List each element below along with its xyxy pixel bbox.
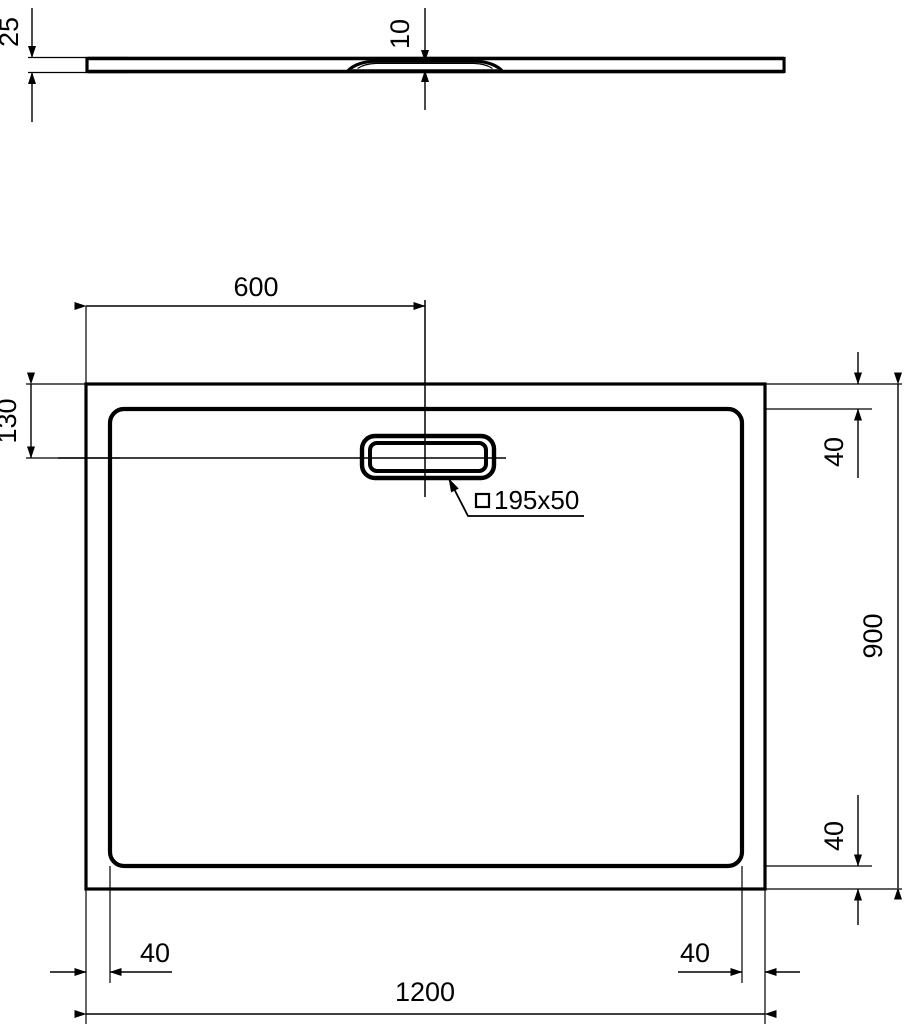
dim-label-900: 900	[858, 613, 888, 658]
dim-label-40-bottom-right-vertical: 40	[819, 821, 849, 851]
drain-frame-inner	[368, 441, 488, 473]
dimension-drain-center-from-top: 130	[0, 372, 120, 459]
dimension-overall-height: 25	[0, 8, 36, 122]
tray-slab-profile	[85, 56, 786, 74]
dim-label-130: 130	[0, 398, 22, 443]
callout-label-drain-size: 195x50	[494, 485, 579, 515]
dimension-drain-center-from-left: 600	[74, 272, 426, 386]
dimension-rim-top-right: 40	[765, 352, 902, 478]
dimension-overall-depth: 900	[858, 372, 902, 900]
drain-size-callout: 195x50	[448, 478, 584, 517]
side-elevation-view: 25 10	[0, 8, 786, 122]
tray-outline-inner-basin	[107, 406, 745, 869]
dim-label-1200: 1200	[395, 977, 455, 1007]
dimension-overall-width: 1200	[74, 977, 777, 1018]
dimension-rim-bottom-right-vertical: 40	[765, 795, 902, 925]
dim-label-600: 600	[233, 272, 278, 302]
dim-label-40-bottom-left: 40	[140, 938, 170, 968]
dim-label-drain-height: 10	[385, 19, 415, 49]
dimension-rim-bottom-left-horizontal: 40	[50, 938, 172, 976]
dimension-rim-bottom-right-horizontal: 40	[678, 938, 800, 976]
drain-opening-plan	[359, 433, 497, 481]
dim-label-overall-height: 25	[0, 17, 24, 47]
dimension-drain-height: 10	[385, 8, 429, 110]
drain-bulge-inner	[357, 62, 493, 69]
drain-section-detail	[346, 59, 504, 73]
callout-leader-line	[448, 478, 584, 517]
square-symbol-icon	[474, 492, 491, 509]
dim-label-40-bottom-right-horizontal: 40	[680, 938, 710, 968]
dim-label-40-top-right: 40	[819, 437, 849, 467]
plan-view: 600 130 195x50 40 900	[0, 272, 902, 1024]
